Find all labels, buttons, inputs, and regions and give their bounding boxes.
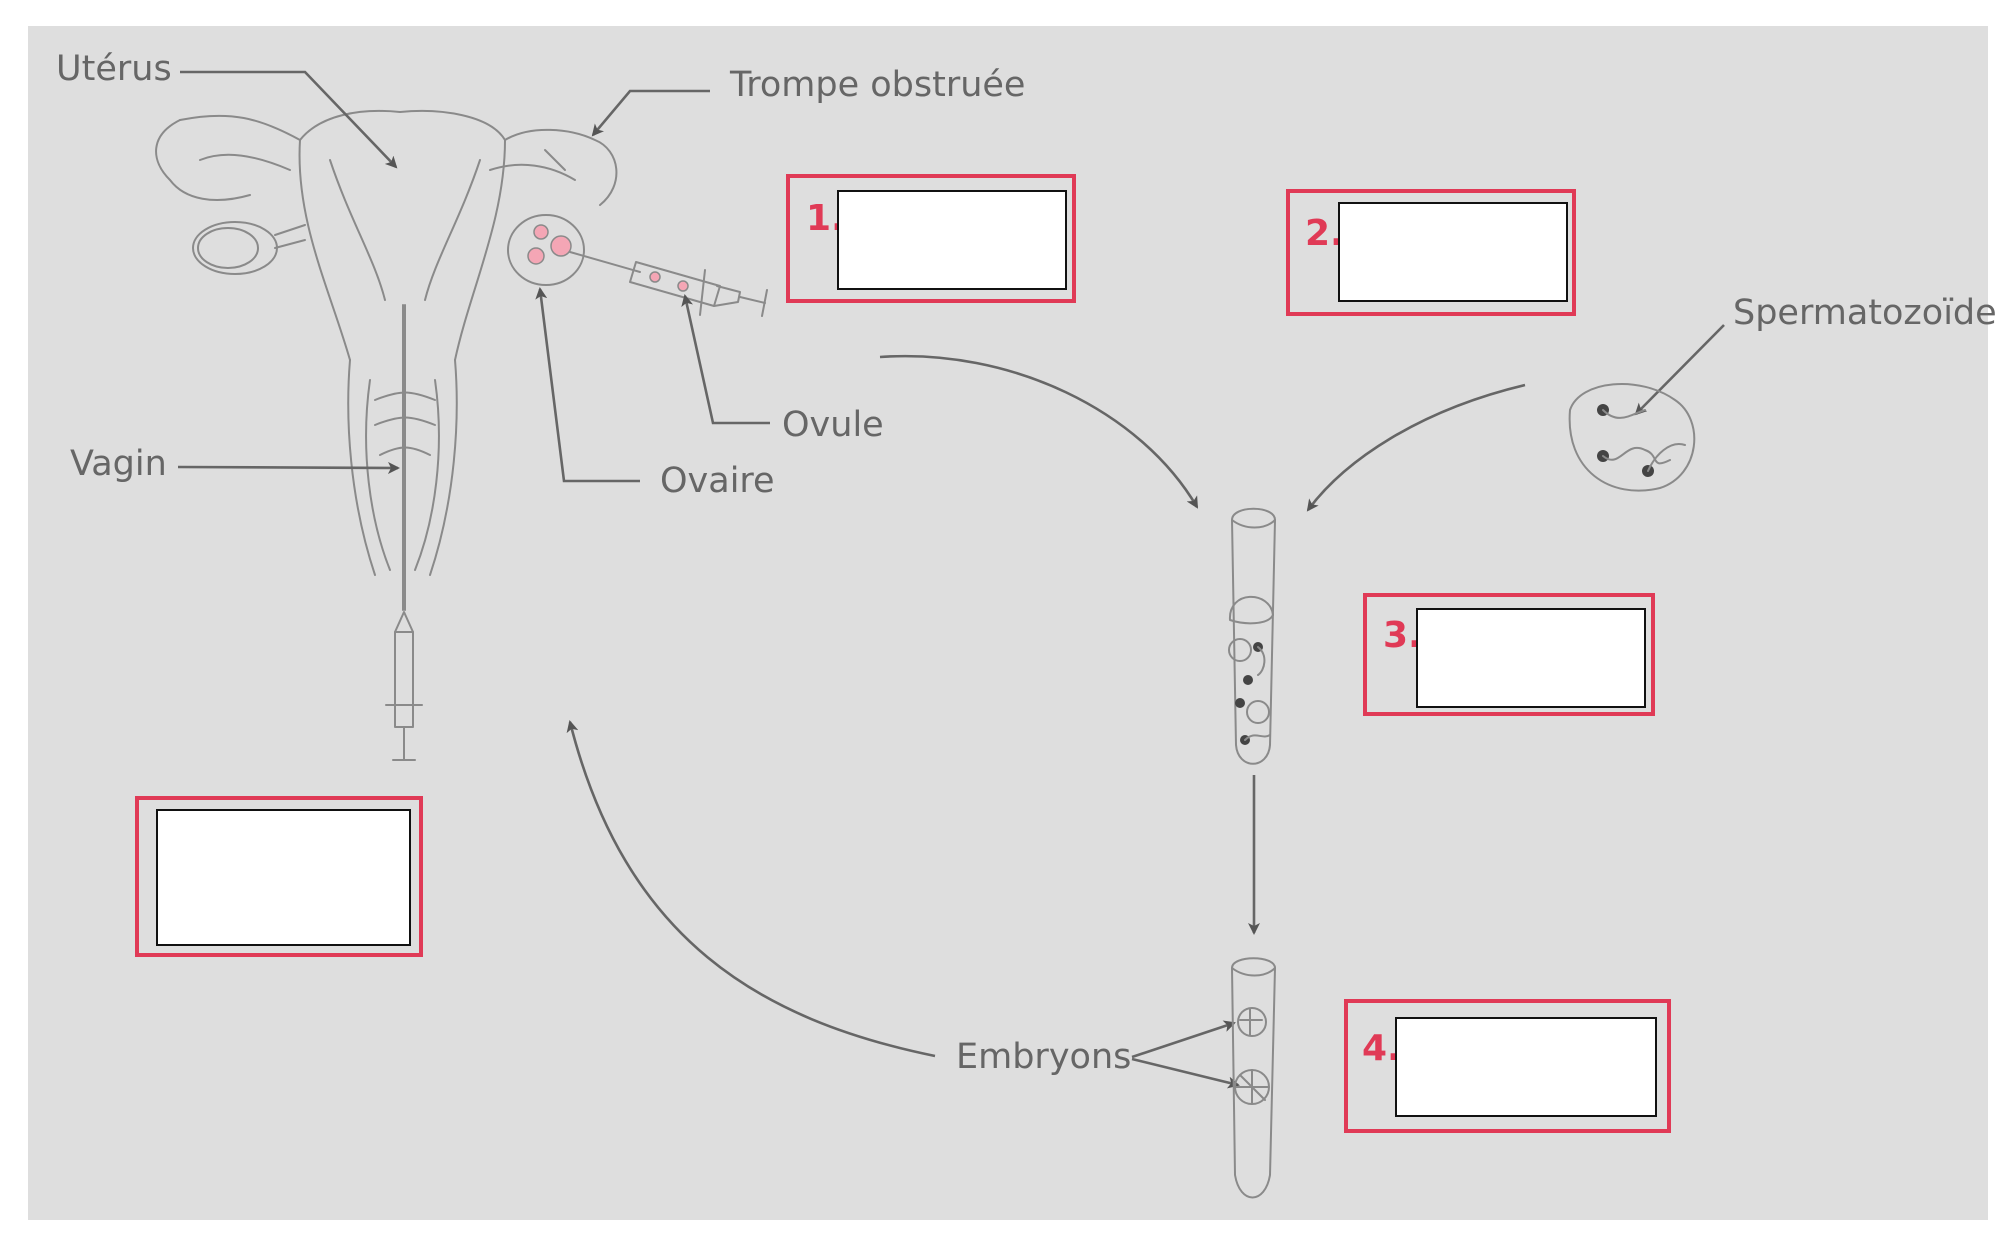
embryon-pointer-1 — [1131, 1020, 1236, 1059]
leader-lines — [177, 70, 1725, 1089]
label-ovaire: Ovaire — [660, 461, 775, 501]
ovary-drawing — [507, 214, 585, 286]
spermatozoide-pointer — [1634, 324, 1725, 416]
label-trompe: Trompe obstruée — [729, 65, 1025, 105]
label-ovule: Ovule — [782, 405, 884, 445]
uterus-drawing — [155, 109, 618, 761]
trompe-pointer — [591, 89, 710, 137]
arrow-ova-to-tube — [879, 354, 1199, 509]
answer-box-1: 1. — [786, 174, 1076, 303]
ovule-pointer — [681, 294, 770, 425]
answer-box-5 — [135, 796, 423, 957]
embryon-pointer-2 — [1131, 1057, 1240, 1089]
answer-field-3[interactable] — [1416, 608, 1646, 708]
answer-box-3-number: 3. — [1383, 615, 1422, 656]
vagin-pointer — [177, 461, 400, 474]
answer-box-4: 4. — [1344, 999, 1671, 1133]
answer-box-4-number: 4. — [1362, 1028, 1401, 1069]
embryo-tube — [1231, 957, 1276, 1199]
answer-box-2: 2. — [1286, 189, 1576, 316]
answer-field-1[interactable] — [837, 190, 1067, 290]
label-spermatozoide: Spermatozoïde — [1733, 293, 1997, 333]
answer-field-5[interactable] — [156, 809, 411, 946]
answer-box-3: 3. — [1363, 593, 1655, 716]
arrow-sperm-to-tube — [1306, 383, 1526, 512]
puncture-syringe — [569, 251, 768, 317]
answer-box-2-number: 2. — [1305, 213, 1344, 254]
ovum-3 — [550, 235, 572, 257]
ovum-1 — [533, 224, 549, 240]
process-arrows — [566, 354, 1526, 1058]
label-uterus: Utérus — [56, 49, 172, 89]
uterus-pointer — [180, 70, 398, 169]
sperm-sample — [1568, 383, 1696, 492]
arrow-embryos-to-uterus — [566, 720, 936, 1058]
fertilization-tube — [1228, 507, 1276, 765]
ovum-2 — [527, 247, 545, 265]
ovaire-pointer — [535, 287, 640, 483]
answer-field-2[interactable] — [1338, 202, 1568, 302]
embryon-1 — [1237, 1007, 1267, 1037]
label-vagin: Vagin — [70, 444, 167, 484]
label-embryons: Embryons — [956, 1037, 1131, 1077]
answer-field-4[interactable] — [1395, 1017, 1657, 1117]
